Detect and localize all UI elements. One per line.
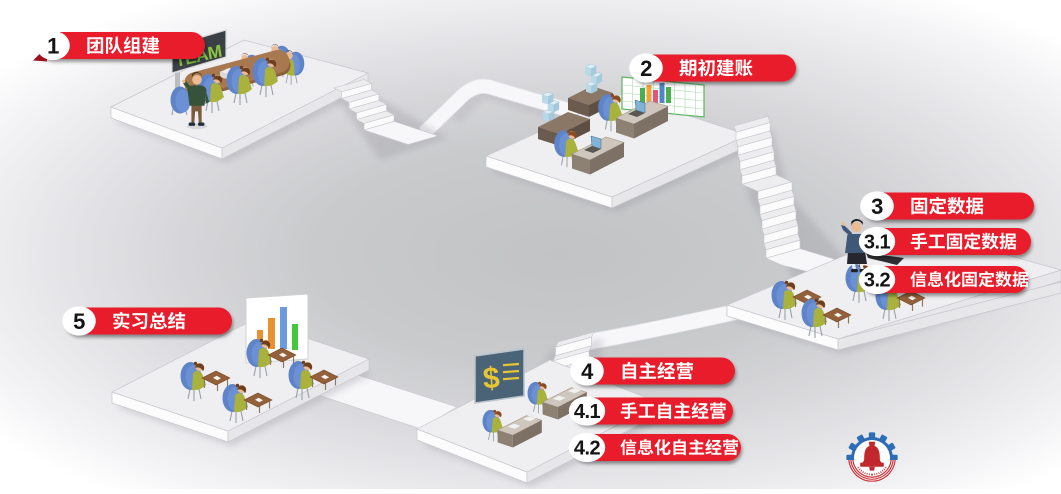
svg-text:$: $ [482, 361, 501, 395]
svg-text:3.2: 3.2 [864, 270, 891, 292]
svg-text:4.2: 4.2 [574, 438, 601, 460]
svg-text:1: 1 [47, 33, 59, 58]
svg-text:2: 2 [640, 56, 652, 81]
svg-text:4.1: 4.1 [574, 401, 601, 423]
svg-text:4: 4 [581, 359, 594, 384]
svg-text:3: 3 [871, 194, 883, 219]
svg-text:5: 5 [73, 309, 85, 334]
svg-text:3.1: 3.1 [864, 232, 891, 254]
